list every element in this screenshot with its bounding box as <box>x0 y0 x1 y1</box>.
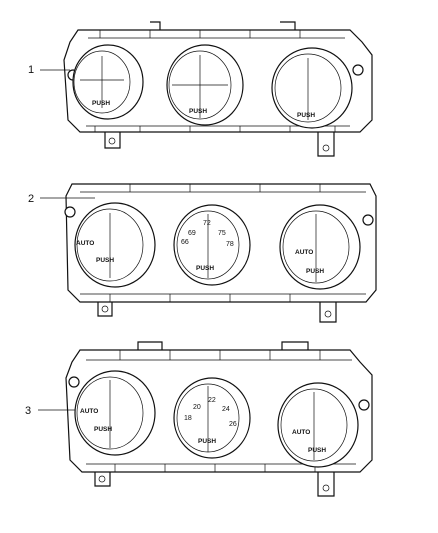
panel-3-tab-right <box>317 472 335 497</box>
panel-3-housing <box>65 349 373 473</box>
panel-1-center-knob[interactable]: PUSH <box>166 44 244 126</box>
panel-2-screw-right <box>362 214 374 226</box>
panel-3-center-scale-4: 18 <box>184 415 192 422</box>
panel-2-center-knob[interactable]: 69 72 75 66 78 PUSH <box>173 204 251 286</box>
panel-2-center-scale-1: 69 <box>188 230 196 237</box>
panel-3-tab-left <box>94 472 111 487</box>
panel-1-right-knob[interactable]: PUSH <box>271 47 353 129</box>
panel-2-center-scale-2: 72 <box>203 220 211 227</box>
panel-3-right-auto-label: AUTO <box>292 429 310 436</box>
panel-1-right-push-label: PUSH <box>297 112 315 119</box>
panel-3-center-scale-1: 20 <box>193 404 201 411</box>
panel-2-housing <box>65 183 377 303</box>
panel-2-center-push-label: PUSH <box>196 265 214 272</box>
panel-3-screw-left <box>68 376 80 388</box>
panel-3-screw-right <box>358 399 370 411</box>
panel-3-right-push-label: PUSH <box>308 447 326 454</box>
panel-3-right-knob[interactable]: AUTO PUSH <box>277 382 359 468</box>
panel-3: 3 AUTO PUSH 20 22 24 18 26 PUSH <box>25 341 373 497</box>
panel-2-tab-left <box>97 302 113 317</box>
panel-1-tab-right <box>317 132 335 157</box>
panel-2-screw-left <box>64 206 76 218</box>
panel-1-tab-left <box>104 132 121 149</box>
panel-1-housing <box>63 29 373 133</box>
panel-2-left-auto-label: AUTO <box>76 240 94 247</box>
panel-2-center-scale-5: 78 <box>226 241 234 248</box>
panel-3-left-auto-label: AUTO <box>80 408 98 415</box>
panel-2-tab-right <box>319 302 337 323</box>
panel-2: 2 AUTO PUSH 69 72 75 66 78 PUSH <box>28 183 377 323</box>
panel-1-center-push-label: PUSH <box>189 108 207 115</box>
panel-3-center-scale-5: 26 <box>229 421 237 428</box>
panel-3-left-knob[interactable]: AUTO PUSH <box>74 370 156 456</box>
panel-2-right-push-label: PUSH <box>306 268 324 275</box>
panel-2-right-auto-label: AUTO <box>295 249 313 256</box>
panel-2-left-push-label: PUSH <box>96 257 114 264</box>
panel-2-left-knob[interactable]: AUTO PUSH <box>74 202 156 288</box>
callout-3: 3 <box>25 405 31 417</box>
panel-3-center-push-label: PUSH <box>198 438 216 445</box>
panel-1-left-push-label: PUSH <box>92 100 110 107</box>
panel-3-left-push-label: PUSH <box>94 426 112 433</box>
callout-2: 2 <box>28 193 34 205</box>
callout-1: 1 <box>28 64 34 76</box>
panel-3-center-scale-3: 24 <box>222 406 230 413</box>
panel-3-center-scale-2: 22 <box>208 397 216 404</box>
panel-1-screw-right <box>352 64 364 76</box>
panel-2-right-knob[interactable]: AUTO PUSH <box>279 204 361 290</box>
panel-1: 1 PUSH PUSH <box>28 21 373 157</box>
panel-1-left-knob[interactable]: PUSH <box>72 44 144 120</box>
panel-2-center-scale-4: 66 <box>181 239 189 246</box>
panel-2-center-scale-3: 75 <box>218 230 226 237</box>
panel-3-center-knob[interactable]: 20 22 24 18 26 PUSH <box>173 377 251 459</box>
